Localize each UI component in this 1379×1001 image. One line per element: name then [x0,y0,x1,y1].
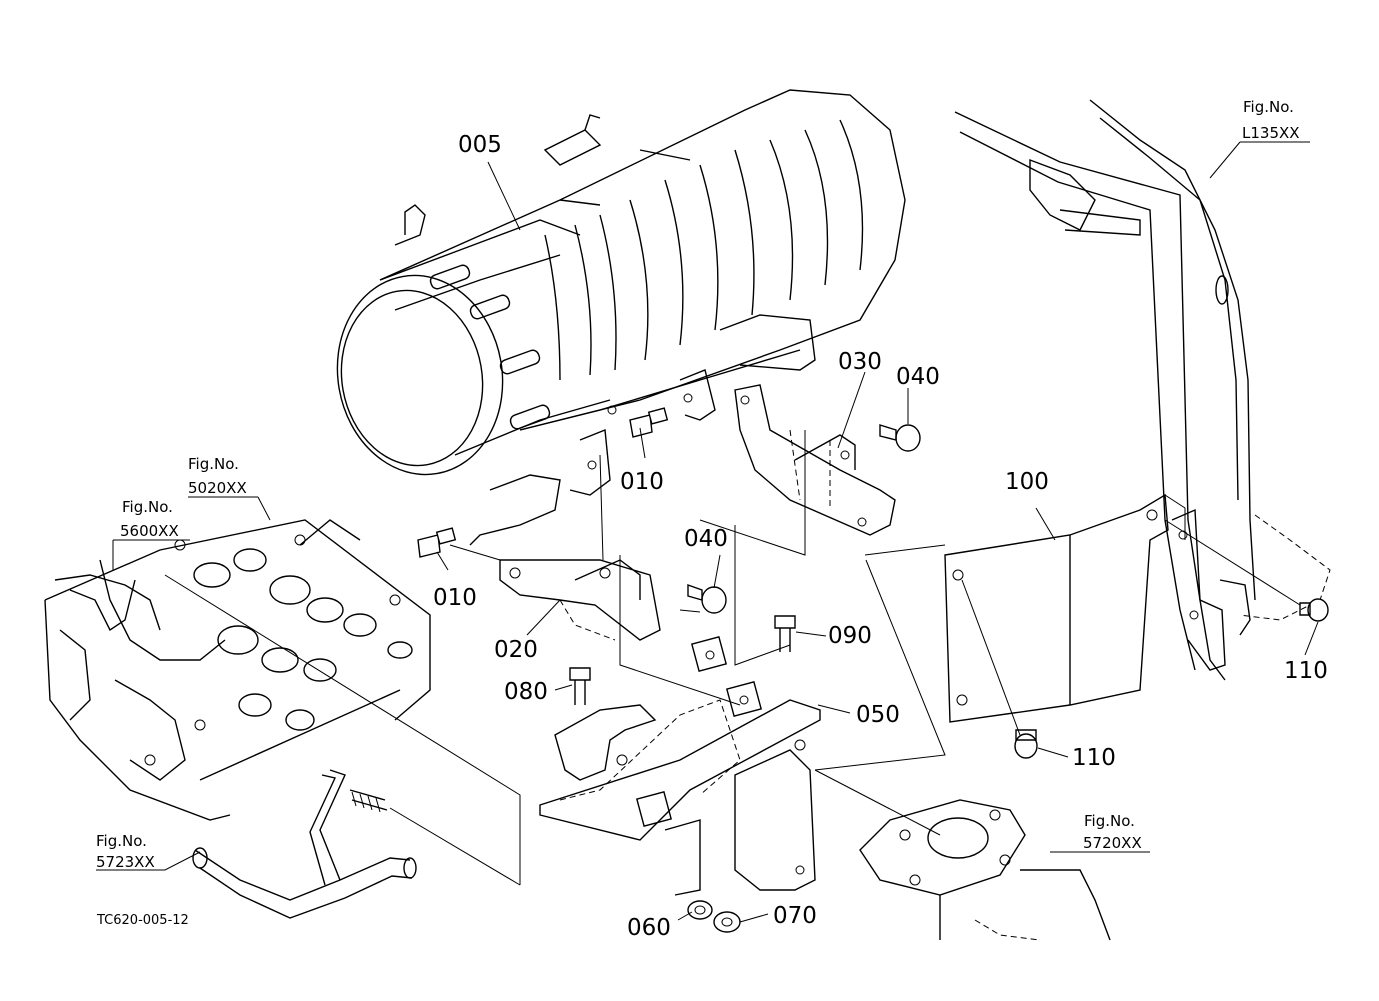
drawing-code: TC620-005-12 [96,913,189,928]
fig-ref-caption-l135: Fig.No. [1243,98,1294,116]
label-040-lower: 040 [684,526,728,552]
label-100: 100 [1005,469,1049,495]
frame-assembly-drawing [954,99,1331,681]
label-010-lower: 010 [433,585,477,611]
fig-ref-5020: 5020XX [188,479,247,497]
engine-cylinder-head-drawing [44,519,431,821]
fasteners-drawing [417,407,1329,933]
fig-ref-5600: 5600XX [120,522,179,540]
label-040-upper: 040 [896,364,940,390]
label-005: 005 [458,132,502,158]
hose-pipe-drawing [192,769,417,919]
dpf-muffler-drawing [336,89,906,546]
label-110-right: 110 [1284,658,1328,684]
label-010-upper: 010 [620,469,664,495]
label-050: 050 [856,702,900,728]
fig-ref-caption-5723: Fig.No. [96,832,147,850]
fig-ref-caption-5720: Fig.No. [1084,812,1135,830]
bracket-050-drawing [539,635,821,896]
label-060: 060 [627,915,671,941]
exhaust-flange-drawing [859,799,1111,941]
fig-ref-5723: 5723XX [96,853,155,871]
leader-lines [96,141,1319,923]
label-030: 030 [838,349,882,375]
part-labels: 005 010 010 020 030 040 040 050 060 070 … [433,132,1328,941]
label-110-center: 110 [1072,745,1116,771]
label-090: 090 [828,623,872,649]
heat-shield-100-drawing [944,493,1186,723]
figure-references: Fig.No. L135XX Fig.No. 5020XX Fig.No. 56… [96,98,1300,871]
bracket-030-drawing [734,384,896,536]
bracket-020-drawing [499,559,661,641]
label-080: 080 [504,679,548,705]
fig-ref-5720: 5720XX [1083,834,1142,852]
label-020: 020 [494,637,538,663]
fig-ref-caption-5600: Fig.No. [122,498,173,516]
fig-ref-l135: L135XX [1242,124,1300,142]
label-070: 070 [773,903,817,929]
fig-ref-caption-5020: Fig.No. [188,455,239,473]
